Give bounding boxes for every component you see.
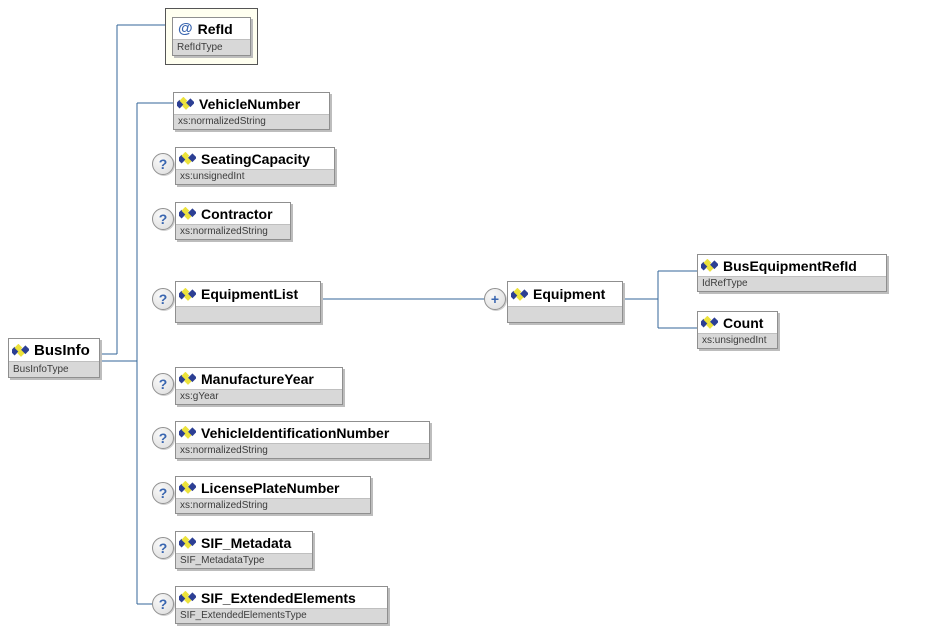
element-node-contractor[interactable]: Contractor xs:normalizedString [175, 202, 291, 240]
element-name: VehicleNumber [199, 95, 301, 112]
element-type [176, 306, 320, 322]
element-type: SIF_MetadataType [176, 553, 312, 568]
element-name-row: Equipment [508, 282, 622, 306]
element-name-row: VehicleIdentificationNumber [176, 422, 429, 443]
element-name: VehicleIdentificationNumber [201, 424, 390, 441]
element-type: xs:normalizedString [174, 114, 329, 129]
element-icon [179, 481, 196, 494]
element-icon [701, 259, 718, 272]
attribute-name-row: @ RefId [173, 18, 250, 39]
element-name-row: Contractor [176, 203, 290, 224]
optional-indicator-sif-metadata[interactable]: ? [152, 537, 174, 559]
element-type: xs:normalizedString [176, 443, 429, 458]
element-type [508, 306, 622, 322]
attribute-container: @ RefId RefIdType [165, 8, 258, 65]
element-name-row: SIF_Metadata [176, 532, 312, 553]
optional-indicator-contractor[interactable]: ? [152, 208, 174, 230]
element-name: EquipmentList [201, 286, 299, 302]
element-icon [511, 288, 528, 301]
element-icon [179, 426, 196, 439]
element-name: Count [723, 314, 764, 331]
optional-indicator-licenseplatenumber[interactable]: ? [152, 482, 174, 504]
element-node-count[interactable]: Count xs:unsignedInt [697, 311, 778, 349]
element-name-row: BusInfo [9, 339, 99, 361]
attribute-node-refid[interactable]: @ RefId RefIdType [172, 17, 251, 56]
element-node-businfo[interactable]: BusInfo BusInfoType [8, 338, 100, 378]
element-name-row: Count [698, 312, 777, 333]
element-node-vehiclenumber[interactable]: VehicleNumber xs:normalizedString [173, 92, 330, 130]
element-icon [12, 344, 29, 357]
element-node-busequipmentrefid[interactable]: BusEquipmentRefId IdRefType [697, 254, 887, 292]
element-icon [179, 372, 196, 385]
element-icon [179, 288, 196, 301]
attribute-name: RefId [197, 20, 233, 37]
element-name: LicensePlateNumber [201, 479, 340, 496]
element-node-equipment[interactable]: Equipment [507, 281, 623, 323]
element-name: BusInfo [34, 341, 90, 359]
element-name: Contractor [201, 205, 273, 222]
element-type: xs:unsignedInt [698, 333, 777, 348]
element-node-manufactureyear[interactable]: ManufactureYear xs:gYear [175, 367, 343, 405]
element-type: xs:unsignedInt [176, 169, 334, 184]
element-node-seatingcapacity[interactable]: SeatingCapacity xs:unsignedInt [175, 147, 335, 185]
element-name-row: EquipmentList [176, 282, 320, 306]
element-type: xs:gYear [176, 389, 342, 404]
element-type: BusInfoType [9, 361, 99, 377]
repeat-indicator-equipment[interactable]: + [484, 288, 506, 310]
element-name-row: VehicleNumber [174, 93, 329, 114]
element-name-row: LicensePlateNumber [176, 477, 370, 498]
element-name-row: SIF_ExtendedElements [176, 587, 387, 608]
element-name: BusEquipmentRefId [723, 257, 857, 274]
element-name: ManufactureYear [201, 370, 314, 387]
element-name-row: BusEquipmentRefId [698, 255, 886, 276]
element-icon [179, 152, 196, 165]
element-icon [701, 316, 718, 329]
element-node-licenseplatenumber[interactable]: LicensePlateNumber xs:normalizedString [175, 476, 371, 514]
optional-indicator-manufactureyear[interactable]: ? [152, 373, 174, 395]
element-node-sif-metadata[interactable]: SIF_Metadata SIF_MetadataType [175, 531, 313, 569]
element-name-row: SeatingCapacity [176, 148, 334, 169]
element-name-row: ManufactureYear [176, 368, 342, 389]
element-name: SeatingCapacity [201, 150, 310, 167]
element-icon [179, 207, 196, 220]
element-type: IdRefType [698, 276, 886, 291]
element-node-vehicleidentificationnumber[interactable]: VehicleIdentificationNumber xs:normalize… [175, 421, 430, 459]
optional-indicator-vehicleidentificationnumber[interactable]: ? [152, 427, 174, 449]
element-node-sif-extendedelements[interactable]: SIF_ExtendedElements SIF_ExtendedElement… [175, 586, 388, 624]
attribute-type: RefIdType [173, 39, 250, 55]
element-type: xs:normalizedString [176, 224, 290, 239]
element-name: SIF_Metadata [201, 534, 292, 551]
optional-indicator-sif-extendedelements[interactable]: ? [152, 593, 174, 615]
element-type: xs:normalizedString [176, 498, 370, 513]
element-node-equipmentlist[interactable]: EquipmentList [175, 281, 321, 323]
element-icon [179, 536, 196, 549]
element-icon [179, 591, 196, 604]
optional-indicator-seatingcapacity[interactable]: ? [152, 153, 174, 175]
element-icon [177, 97, 194, 110]
element-name: Equipment [533, 286, 606, 302]
optional-indicator-equipmentlist[interactable]: ? [152, 288, 174, 310]
element-name: SIF_ExtendedElements [201, 589, 356, 606]
attribute-icon: @ [178, 20, 193, 37]
element-type: SIF_ExtendedElementsType [176, 608, 387, 623]
